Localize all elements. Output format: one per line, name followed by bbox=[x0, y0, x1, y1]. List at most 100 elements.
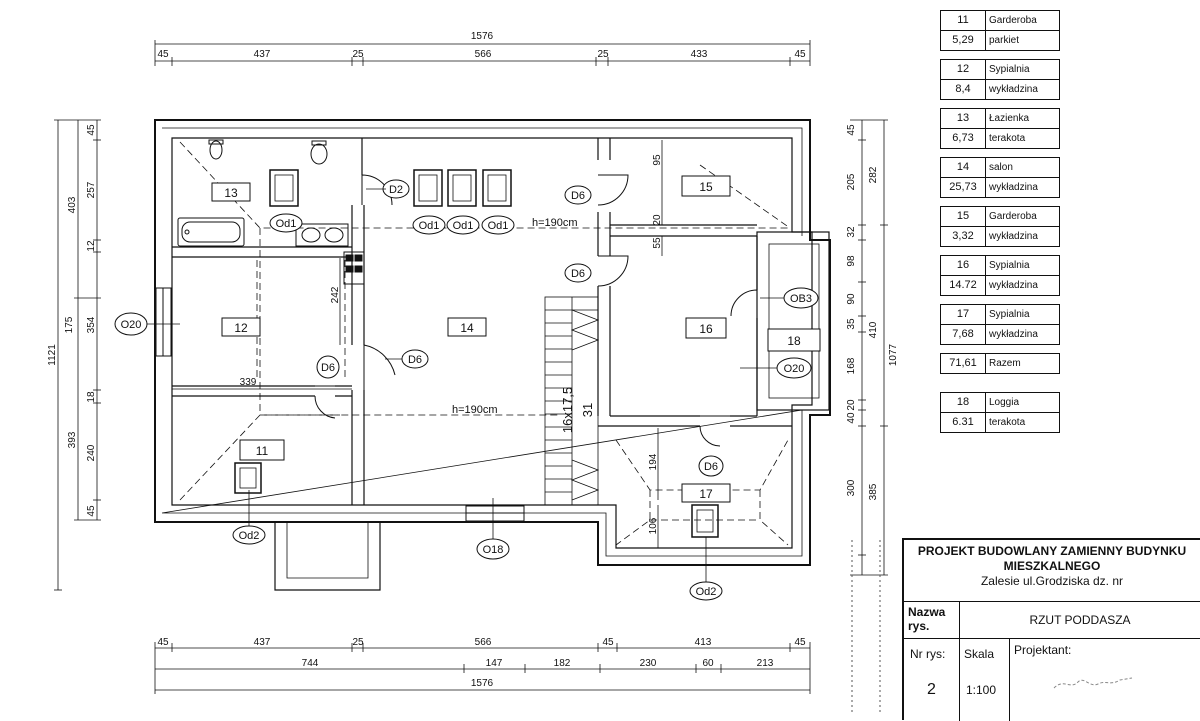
element-tag-circles bbox=[114, 179, 819, 601]
room-12-number: 12 bbox=[234, 321, 248, 335]
bottom-dim: 45 bbox=[602, 637, 614, 648]
legend-room-area: 6.31 bbox=[941, 413, 986, 432]
left-dim-outer: 393 bbox=[67, 431, 78, 448]
legend-room-name: Sypialnia bbox=[989, 309, 1030, 320]
double-sink bbox=[295, 223, 349, 247]
top-dim: 45 bbox=[157, 49, 169, 60]
legend-room-finish: wykładzina bbox=[989, 182, 1038, 193]
right-dim-outer: 385 bbox=[868, 483, 879, 500]
bottom-dim: 45 bbox=[794, 637, 806, 648]
room-16-number: 16 bbox=[699, 322, 713, 336]
bottom-dim: 566 bbox=[475, 637, 492, 648]
legend-room-name: Sypialnia bbox=[989, 64, 1030, 75]
right-dim: 40 bbox=[846, 412, 857, 424]
window-tag-od2: Od2 bbox=[239, 530, 260, 542]
legend-room-number: 13 bbox=[941, 109, 986, 128]
legend-room-area: 7,68 bbox=[941, 325, 986, 344]
left-dim: 240 bbox=[86, 444, 97, 461]
door-tag-d6: D6 bbox=[571, 190, 585, 202]
legend-room-area: 14.72 bbox=[941, 276, 986, 295]
internal-dim: 55 bbox=[652, 237, 663, 249]
drawing-name: RZUT PODDASZA bbox=[1029, 613, 1131, 627]
bottom-dimensions bbox=[154, 642, 811, 694]
wall-windows bbox=[155, 287, 525, 522]
project-title-line2: MIESZKALNEGO bbox=[1003, 559, 1101, 573]
drawing-name-label: Nazwa rys. bbox=[904, 602, 960, 638]
right-dim: 32 bbox=[846, 226, 857, 238]
legend-room-area: 3,32 bbox=[941, 227, 986, 246]
top-dim: 566 bbox=[475, 49, 492, 60]
right-dim: 98 bbox=[846, 255, 857, 267]
internal-dim: 106 bbox=[648, 517, 659, 534]
legend-room-area: 25,73 bbox=[941, 178, 986, 197]
designer-label: Projektant: bbox=[1014, 643, 1072, 657]
window-tag-od1: Od1 bbox=[276, 218, 297, 230]
legend-room-name: Garderoba bbox=[989, 15, 1037, 26]
designer-cell: Projektant: bbox=[1010, 639, 1200, 721]
legend-room-name: Garderoba bbox=[989, 211, 1037, 222]
legend-room-name: Łazienka bbox=[989, 113, 1030, 124]
door-swings bbox=[314, 174, 758, 447]
legend-room-name: Sypialnia bbox=[989, 260, 1030, 271]
right-dim: 35 bbox=[846, 318, 857, 330]
left-dim: 45 bbox=[86, 505, 97, 517]
stair-count: 31 bbox=[580, 403, 595, 417]
room-14-number: 14 bbox=[460, 321, 474, 335]
legend-room-finish: wykładzina bbox=[989, 231, 1038, 242]
internal-dim: 20 bbox=[652, 214, 663, 226]
legend-room-area: 8,4 bbox=[941, 80, 986, 99]
right-dim: 168 bbox=[846, 357, 857, 374]
legend-room-number: 17 bbox=[941, 305, 986, 324]
left-total-dim: 1121 bbox=[47, 344, 58, 366]
left-dim-outer: 403 bbox=[67, 196, 78, 213]
window-tag-od2: Od2 bbox=[696, 586, 717, 598]
right-dimensions bbox=[850, 119, 888, 576]
right-dim-outer: 282 bbox=[868, 166, 879, 183]
bottom-dim: 230 bbox=[640, 658, 657, 669]
room-17-number: 17 bbox=[699, 487, 713, 501]
room-15-number: 15 bbox=[699, 180, 713, 194]
ceiling-height-note: h=190cm bbox=[532, 217, 578, 229]
legend-room-number: 14 bbox=[941, 158, 986, 177]
bottom-dim: 60 bbox=[702, 658, 714, 669]
staircase bbox=[544, 296, 600, 506]
legend-room-number: 18 bbox=[941, 393, 986, 412]
stair-label: 16x17,5 bbox=[560, 387, 575, 433]
tag-leaders bbox=[147, 188, 784, 582]
bottom-dim: 437 bbox=[254, 637, 271, 648]
scale-label: Skala bbox=[964, 647, 995, 661]
window-tag-o18: O18 bbox=[483, 544, 504, 556]
left-dim: 18 bbox=[86, 391, 97, 403]
project-title-line1: PROJEKT BUDOWLANY ZAMIENNY BUDYNKU bbox=[917, 544, 1187, 558]
legend-total-area: 71,61 bbox=[941, 354, 986, 373]
room-18-number: 18 bbox=[787, 334, 801, 348]
window-tag-o20: O20 bbox=[784, 363, 805, 375]
right-dim: 20 bbox=[846, 399, 857, 411]
legend-room-name: salon bbox=[989, 162, 1013, 173]
stove bbox=[343, 251, 365, 285]
legend-total-label: Razem bbox=[989, 358, 1021, 369]
internal-dim: 95 bbox=[652, 154, 663, 166]
legend-room-finish: terakota bbox=[989, 417, 1026, 428]
legend-room-finish: terakota bbox=[989, 133, 1026, 144]
legend-room-finish: wykładzina bbox=[989, 329, 1038, 340]
legend-room-finish: wykładzina bbox=[989, 84, 1038, 95]
legend-room-number: 16 bbox=[941, 256, 986, 275]
top-total-dim: 1576 bbox=[471, 31, 494, 42]
left-dim: 354 bbox=[86, 316, 97, 333]
door-tag-d6: D6 bbox=[321, 362, 335, 374]
right-dim: 205 bbox=[846, 173, 857, 190]
bathtub bbox=[177, 217, 245, 247]
internal-dim: 194 bbox=[648, 453, 659, 470]
internal-dim: 242 bbox=[330, 286, 341, 303]
left-dim: 257 bbox=[86, 181, 97, 198]
top-dim: 437 bbox=[254, 49, 271, 60]
ceiling-height-note: h=190cm bbox=[452, 404, 498, 416]
window-tag-ob3: OB3 bbox=[790, 293, 812, 305]
bottom-dim: 744 bbox=[302, 658, 319, 669]
